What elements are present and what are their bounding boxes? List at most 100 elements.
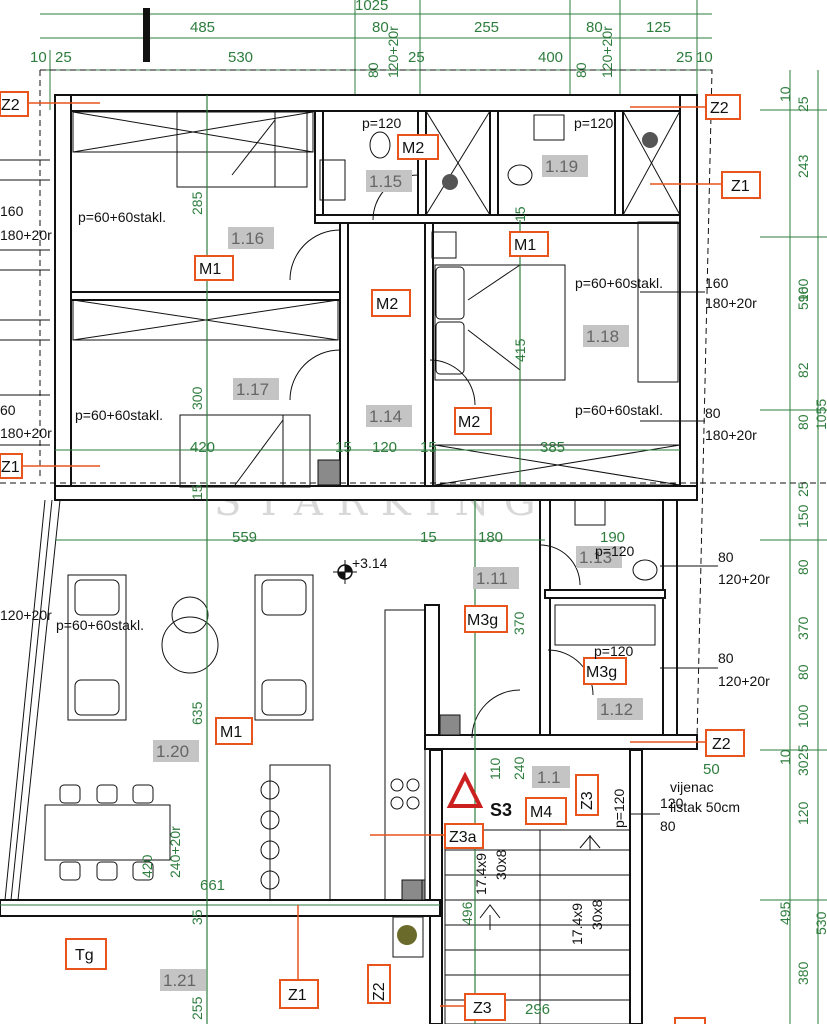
dim-top-10: 25 [408, 49, 425, 66]
tag-z2-topleft: Z2 [1, 97, 20, 114]
tag-m1-bed: M1 [199, 261, 221, 278]
dim-top-6: 10 [30, 49, 47, 66]
dim-inner-15: 635 [189, 701, 205, 725]
dim-right-14: 80 [795, 664, 811, 680]
dim-right-11: 80 [795, 559, 811, 575]
dim-right-18: 530 [813, 911, 827, 935]
dim-right-7: 80 [795, 414, 811, 430]
svg-text:120+20r: 120+20r [718, 673, 770, 689]
svg-text:p=60+60stakl.: p=60+60stakl. [78, 209, 166, 225]
room-1-17: 1.17 [236, 380, 269, 399]
dim-right-12: 370 [795, 616, 811, 640]
dim-inner-10: 15 [189, 484, 205, 500]
dim-right-5: 160 [795, 278, 811, 302]
dim-inner-14: 190 [600, 529, 625, 546]
svg-text:80: 80 [660, 818, 676, 834]
dim-inner-3: 420 [190, 439, 215, 456]
dim-right-22: 50 [703, 761, 720, 778]
dim-right-9: 25 [795, 481, 811, 497]
furniture [44, 110, 681, 1024]
tag-m3g-hall: M3g [467, 612, 498, 629]
svg-text:p=120: p=120 [574, 115, 614, 131]
dim-inner-24: 296 [525, 1001, 550, 1018]
svg-text:p=60+60stakl.: p=60+60stakl. [575, 275, 663, 291]
svg-text:30x8: 30x8 [493, 849, 509, 880]
dim-right-17: 495 [777, 901, 793, 925]
svg-text:60: 60 [0, 402, 16, 418]
dim-inner-1: 285 [189, 191, 205, 215]
svg-text:30x8: 30x8 [589, 899, 605, 930]
dim-right-16: 120 [795, 801, 811, 825]
dim-inner-8: 415 [512, 338, 528, 362]
dim-top-4: 80 [586, 19, 603, 36]
room-1-12: 1.12 [600, 700, 633, 719]
svg-text:p=60+60stakl.: p=60+60stakl. [56, 617, 144, 633]
room-1-18: 1.18 [586, 327, 619, 346]
balcony-railing-left [0, 159, 50, 446]
tag-z1-right: Z1 [731, 178, 750, 195]
svg-text:80: 80 [705, 405, 721, 421]
svg-text:180+20r: 180+20r [0, 227, 52, 243]
room-1-13: 1.13 [579, 548, 612, 567]
dim-right-3: 243 [795, 154, 811, 178]
tag-z3-vertical: Z3 [579, 791, 596, 810]
tag-m2-bath: M2 [402, 140, 424, 157]
svg-text:180+20r: 180+20r [705, 295, 757, 311]
dim-inner-6: 15 [420, 439, 437, 456]
tag-m1-living: M1 [220, 724, 242, 741]
svg-text:S3: S3 [490, 800, 512, 820]
svg-text:17.4x9: 17.4x9 [473, 853, 489, 895]
dim-right-10: 150 [795, 504, 811, 528]
svg-text:160: 160 [0, 203, 24, 219]
tag-z2-mid: Z2 [712, 736, 731, 753]
dim-inner-19: 110 [487, 757, 503, 780]
svg-text:p=60+60stakl.: p=60+60stakl. [575, 402, 663, 418]
dim-inner-17: 661 [200, 877, 225, 894]
section-mark-s3: S3 [446, 771, 512, 820]
svg-text:p=120: p=120 [594, 643, 634, 659]
svg-text:120: 120 [660, 795, 684, 811]
dim-top-1: 485 [190, 19, 215, 36]
svg-text:80: 80 [718, 650, 734, 666]
dim-right-13: 100 [795, 704, 811, 728]
dim-inner-5: 120 [372, 439, 397, 456]
dim-right-4: 590 [795, 286, 811, 310]
tag-z3: Z3 [473, 1000, 492, 1017]
dim-right-6: 82 [795, 362, 811, 378]
svg-text:p=120: p=120 [611, 788, 627, 828]
element-tags: Z2 Z2 M2 Z1 M1 M1 M2 M2 Z1 M3g M3g M1 Z2… [0, 91, 761, 1024]
dim-top-13: 25 [676, 49, 693, 66]
room-1-11: 1.11 [476, 569, 508, 588]
room-1-16: 1.16 [231, 229, 264, 248]
svg-text:160: 160 [705, 275, 729, 291]
svg-text:80: 80 [718, 549, 734, 565]
dim-right-2: 10 [777, 86, 793, 102]
elevation-value: +3.14 [352, 555, 388, 571]
dim-inner-18: 35 [189, 909, 205, 925]
elevation-marker: +3.14 [333, 555, 388, 584]
room-1-15: 1.15 [369, 172, 402, 191]
dim-top-3: 255 [474, 19, 499, 36]
dim-inner-11: 559 [232, 529, 257, 546]
dim-inner-25: 255 [189, 996, 205, 1020]
tag-z3a: Z3a [449, 829, 477, 846]
dim-inner-4: 15 [335, 439, 352, 456]
dim-inner-12: 15 [420, 529, 437, 546]
tag-z2-topright: Z2 [710, 100, 729, 117]
slanted-wall [4, 499, 61, 901]
railing-note: vijenac [670, 779, 714, 795]
right-dimension-lines [760, 70, 827, 1024]
tag-tg: Tg [75, 947, 94, 964]
dim-top-7: 25 [55, 49, 72, 66]
dim-right-19: 380 [795, 961, 811, 985]
dim-top-total: 1025 [355, 0, 388, 14]
dim-inner-26: 420 [139, 854, 155, 878]
svg-text:180+20r: 180+20r [705, 427, 757, 443]
tag-z2-bottom: Z2 [371, 982, 388, 1001]
dim-inner-13: 180 [478, 529, 503, 546]
room-1-19: 1.19 [545, 157, 578, 176]
tag-m2-hall: M2 [376, 296, 398, 313]
dim-right-20: 10 [777, 749, 793, 765]
svg-text:17.4x9: 17.4x9 [569, 903, 585, 945]
